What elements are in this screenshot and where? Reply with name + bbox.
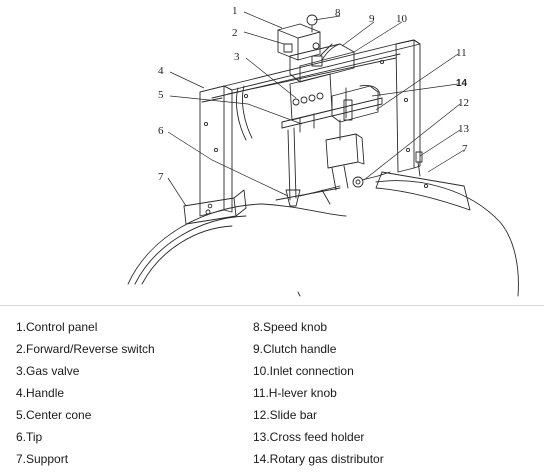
right-support — [375, 171, 471, 211]
legend-item: 6.Tip — [16, 430, 43, 444]
leader-lines — [167, 11, 465, 207]
callout-1: 1 — [232, 5, 238, 17]
callout-9: 9 — [369, 13, 375, 25]
legend-item: 4.Handle — [16, 386, 65, 400]
control-head — [277, 14, 355, 83]
callout-8: 8 — [335, 7, 341, 19]
legend-item: 14.Rotary gas distributor — [253, 452, 384, 466]
callout-10: 10 — [396, 13, 408, 25]
callout-3: 3 — [234, 51, 240, 63]
gas-valves — [289, 73, 333, 133]
legend-item: 1.Control panel — [16, 320, 98, 334]
callout-2: 2 — [232, 27, 238, 39]
cross-feed-holder — [415, 151, 423, 177]
top-beam — [199, 39, 421, 99]
legend-left-column: 1.Control panel 2.Forward/Reverse switch… — [16, 316, 155, 470]
machine-diagram: 1 2 3 4 5 6 7 8 9 10 11 14 12 13 7 — [127, 5, 519, 297]
slide-bar — [281, 97, 383, 129]
callout-12: 12 — [458, 97, 469, 109]
legend-item: 10.Inlet connection — [253, 364, 354, 378]
torch-tip — [275, 127, 341, 207]
callout-7-right: 7 — [462, 143, 468, 155]
legend-item: 5.Center cone — [16, 408, 92, 422]
legend-item: 2.Forward/Reverse switch — [16, 342, 155, 356]
legend-right-column: 8.Speed knob 9.Clutch handle 10.Inlet co… — [253, 316, 384, 470]
legend-item: 8.Speed knob — [253, 320, 328, 334]
pipe — [127, 180, 519, 297]
callout-13: 13 — [458, 123, 470, 135]
legend-item: 7.Support — [16, 452, 69, 466]
rotary-distributor — [331, 85, 381, 123]
callout-6: 6 — [158, 125, 164, 137]
handle — [235, 85, 253, 141]
callout-4: 4 — [158, 65, 164, 77]
callout-5: 5 — [158, 89, 164, 101]
callout-11: 11 — [456, 47, 467, 59]
callout-labels: 1 2 3 4 5 6 7 8 9 10 11 14 12 13 7 — [158, 5, 470, 183]
center-mark — [297, 291, 301, 297]
left-column — [199, 85, 233, 217]
divider — [0, 305, 544, 306]
callout-7-left: 7 — [158, 171, 164, 183]
legend-item: 9.Clutch handle — [253, 342, 337, 356]
torch-body — [325, 119, 391, 191]
legend-item: 11.H-lever knob — [253, 386, 337, 400]
legend-item: 3.Gas valve — [16, 364, 80, 378]
legend-item: 12.Slide bar — [253, 408, 318, 422]
callout-14: 14 — [456, 78, 468, 89]
legend-item: 13.Cross feed holder — [253, 430, 365, 444]
